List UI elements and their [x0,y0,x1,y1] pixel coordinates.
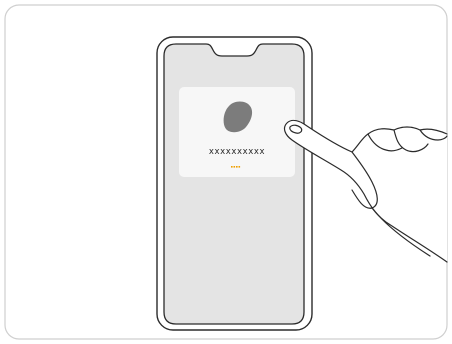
phone-screen [164,44,304,324]
notification-card [179,87,295,177]
card-label: xxxxxxxxxx [179,147,295,157]
